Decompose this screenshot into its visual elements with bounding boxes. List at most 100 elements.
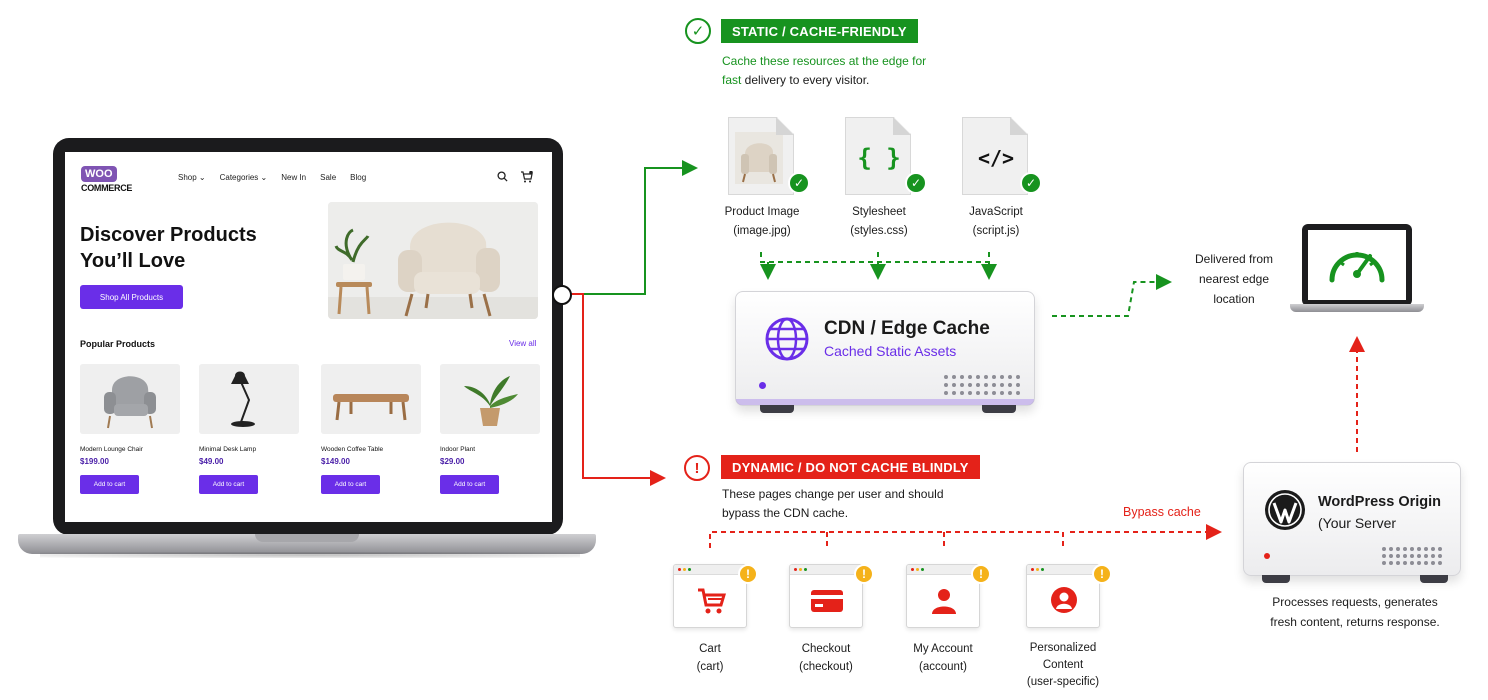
delivered-line-1: Delivered from [1194, 252, 1274, 266]
server-foot [1420, 575, 1448, 583]
shop-all-products-button[interactable]: Shop All Products [80, 285, 183, 309]
logo-top-text: WOO [81, 166, 117, 182]
product-name[interactable]: Wooden Coffee Table [321, 446, 384, 453]
product-price: $149.00 [321, 457, 350, 466]
check-circle-icon: ✓ [685, 18, 711, 44]
user-laptop-base [1290, 304, 1424, 312]
product-price: $29.00 [440, 457, 465, 466]
product-name[interactable]: Indoor Plant [440, 446, 476, 453]
lounge-chair-image [80, 364, 180, 434]
origin-desc-line1: Processes requests, generates [1272, 595, 1438, 609]
credit-card-icon [811, 590, 843, 612]
nav-item-shop[interactable]: Shop ⌄ [178, 173, 206, 182]
personalized-page-icon [1026, 564, 1100, 628]
add-to-cart-button[interactable]: Add to cart [80, 475, 139, 494]
warning-icon: ! [1092, 564, 1112, 584]
view-all-link[interactable]: View all [509, 339, 537, 348]
origin-description: Processes requests, generates fresh cont… [1240, 592, 1470, 632]
personalized-label: Personalized Content (user-specific) [1008, 640, 1118, 691]
logo-bottom-text: COMMERCE [81, 183, 133, 193]
laptop-notch [255, 534, 359, 542]
nav-item-sale[interactable]: Sale [320, 173, 337, 182]
origin-title: WordPress Origin [1318, 494, 1442, 510]
file-label-filename: (script.js) [972, 225, 1020, 237]
warning-icon: ! [738, 564, 758, 584]
warning-icon: ! [971, 564, 991, 584]
product-name[interactable]: Modern Lounge Chair [80, 446, 143, 453]
product-card: Wooden Coffee Table $149.00 Add to cart [321, 364, 421, 494]
check-icon: ✓ [788, 172, 810, 194]
static-desc-rest: delivery to every visitor. [741, 73, 870, 87]
globe-icon [765, 317, 809, 361]
files-to-cdn-line [760, 252, 990, 263]
account-page-icon [906, 564, 980, 628]
add-to-cart-button[interactable]: Add to cart [199, 475, 258, 494]
cdn-status-light [759, 382, 766, 389]
dynamic-badge: DYNAMIC / DO NOT CACHE BLINDLY [721, 455, 980, 479]
page-label-name-2: Content [1042, 659, 1084, 671]
hero-line-1: Discover Products [80, 224, 257, 246]
cart-page-icon [673, 564, 747, 628]
junction-node [552, 285, 572, 305]
desk-lamp-image [199, 364, 299, 434]
delivered-line-3: location [1213, 292, 1255, 306]
product-card: Indoor Plant $29.00 Add to cart [440, 364, 540, 494]
cdn-edge-cache-server: CDN / Edge Cache Cached Static Assets [735, 291, 1035, 406]
stylesheet-label: Stylesheet (styles.css) [819, 203, 939, 241]
product-image-label: Product Image (image.jpg) [702, 203, 822, 241]
file-label-name: Product Image [724, 206, 800, 218]
file-label-name: JavaScript [969, 206, 1023, 218]
nav-item-blog[interactable]: Blog [350, 173, 367, 182]
server-foot [982, 405, 1016, 413]
dynamic-desc-line1: These pages change per user and should [722, 487, 944, 501]
cdn-to-user-line [1052, 274, 1172, 317]
cdn-vent-grille [944, 375, 1020, 395]
wordpress-origin-server: WordPress Origin (Your Server [1243, 462, 1461, 576]
dynamic-description: These pages change per user and should b… [722, 485, 1002, 523]
coffee-table-image [321, 364, 421, 434]
cdn-glow [736, 399, 1034, 405]
user-circle-icon [1051, 587, 1077, 613]
checkout-label: Checkout (checkout) [771, 640, 881, 676]
page-label-name: Personalized [1029, 642, 1097, 654]
static-desc-line1: Cache these resources at the edge for [722, 54, 927, 68]
nav-icons [497, 171, 533, 183]
search-icon[interactable] [497, 171, 508, 182]
hero-title: Discover Products You’ll Love [80, 222, 310, 274]
add-to-cart-button[interactable]: Add to cart [440, 475, 499, 494]
server-foot [1262, 575, 1290, 583]
cdn-subtitle: Cached Static Assets [824, 343, 957, 359]
popular-products-title: Popular Products [80, 339, 156, 349]
code-brackets-icon: </> [977, 146, 1015, 170]
cart-label: Cart (cart) [655, 640, 765, 676]
page-label-name: My Account [913, 643, 973, 655]
warning-circle-icon: ! [684, 455, 710, 481]
delivered-line-2: nearest edge [1198, 272, 1270, 286]
nav-item-categories[interactable]: Categories ⌄ [219, 173, 268, 182]
page-label-sub: (account) [919, 661, 967, 673]
static-badge: STATIC / CACHE-FRIENDLY [721, 19, 918, 43]
page-label-sub: (checkout) [799, 661, 853, 673]
origin-vent-grille [1382, 547, 1442, 565]
laptop-base [18, 534, 596, 554]
nav-item-new-in[interactable]: New In [281, 173, 307, 182]
speedometer-icon [1329, 252, 1385, 283]
product-price: $199.00 [80, 457, 109, 466]
static-description: Cache these resources at the edge for fa… [722, 52, 982, 90]
static-desc-fast: fast [722, 73, 742, 87]
file-label-filename: (styles.css) [850, 225, 908, 237]
cart-icon[interactable] [520, 171, 533, 183]
javascript-file-icon: </> [962, 117, 1028, 195]
dynamic-desc-line2: bypass the CDN cache. [722, 506, 849, 520]
add-to-cart-button[interactable]: Add to cart [321, 475, 380, 494]
delivered-text: Delivered from nearest edge location [1174, 249, 1294, 309]
product-name[interactable]: Minimal Desk Lamp [199, 446, 257, 453]
laptop-shadow [40, 552, 580, 558]
woocommerce-logo[interactable]: WOO COMMERCE [81, 164, 137, 194]
static-flow-line [570, 160, 698, 295]
page-label-sub: (user-specific) [1026, 676, 1100, 688]
page-label-name: Checkout [801, 643, 851, 655]
user-laptop [1302, 224, 1412, 306]
checkout-page-icon [789, 564, 863, 628]
